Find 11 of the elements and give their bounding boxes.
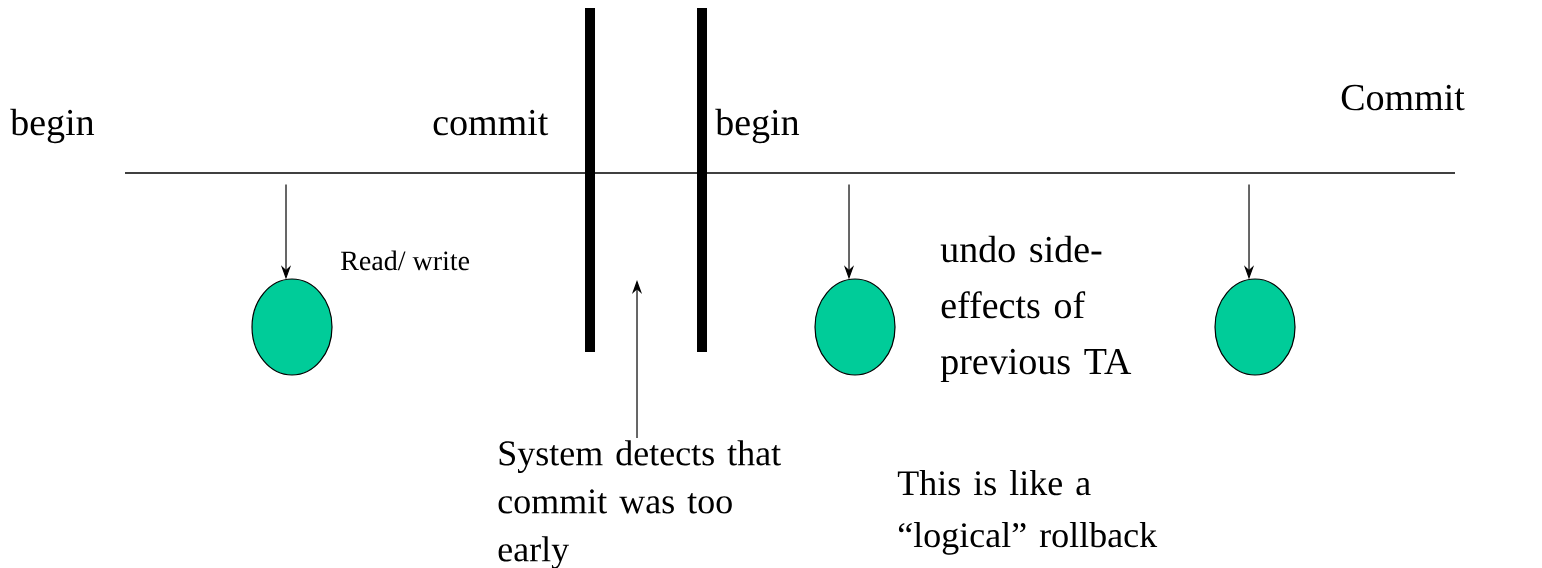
label-text: commit [433,109,549,136]
circle [814,278,896,376]
label-text: undo side-effects of previous TA [940,235,1132,383]
circle [251,278,333,376]
label-text: This is like a “logical” rollback [897,470,1158,555]
label-text: begin [10,108,95,144]
note-text: System detects that commit was too early [498,440,781,568]
circle [1214,278,1296,376]
label-text: Commit [1341,84,1465,111]
label-text: begin [715,108,800,144]
label-text: Read/ write [341,250,470,271]
